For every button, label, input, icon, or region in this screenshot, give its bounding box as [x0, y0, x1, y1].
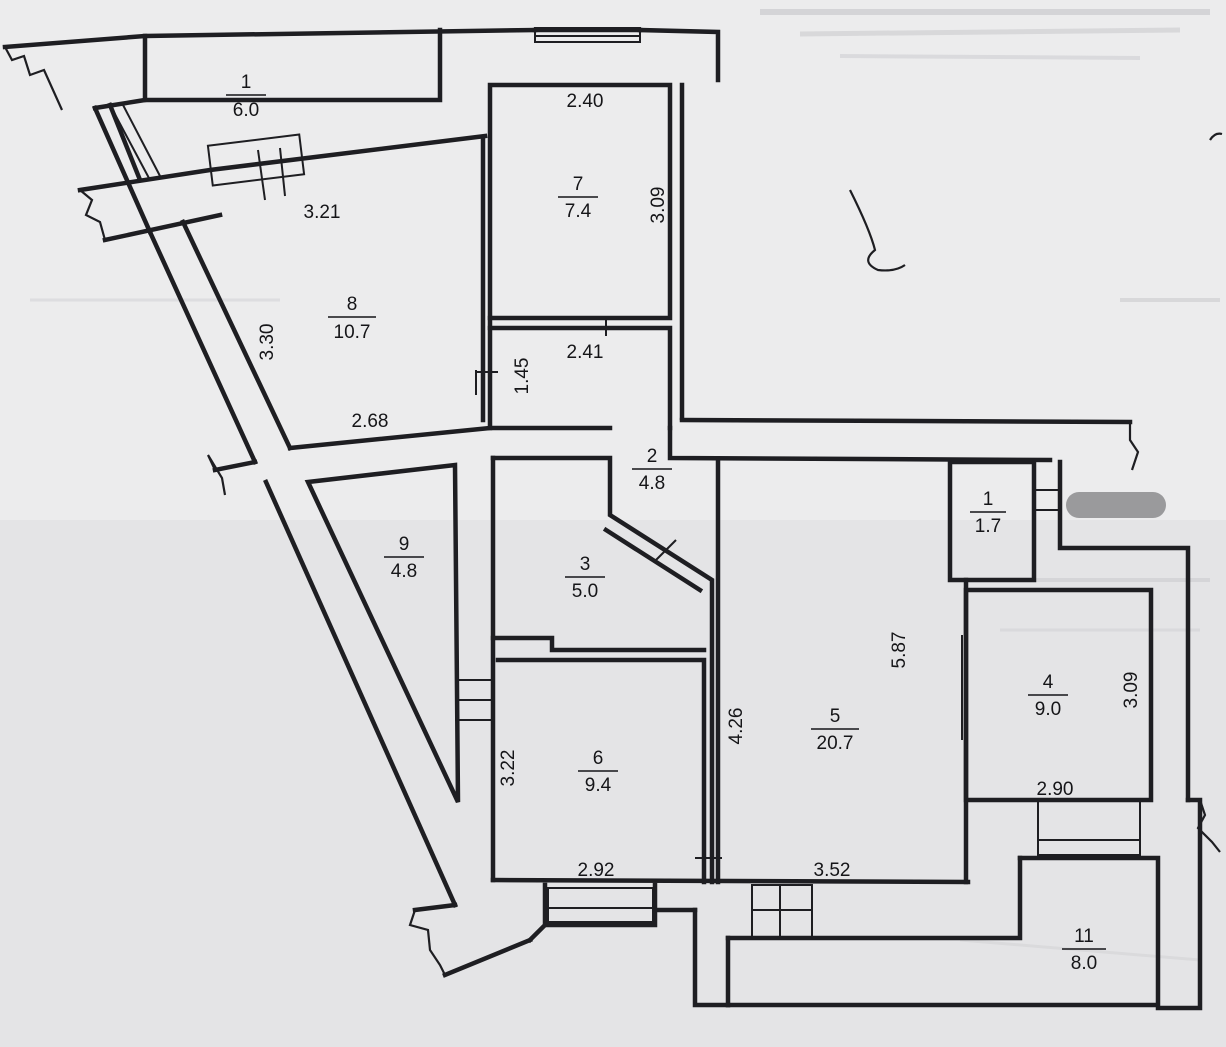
room-label-1: 1 1.7	[970, 489, 1006, 537]
room-label-11: 11 8.0	[1062, 926, 1106, 974]
redaction-mark	[1066, 492, 1166, 518]
dim-room4-bottom: 2.90	[1037, 779, 1074, 800]
dim-room4-side: 3.09	[1121, 672, 1142, 709]
room-area: 8.0	[1071, 953, 1097, 974]
room-label-9: 9 4.8	[384, 534, 424, 582]
room-label-5: 5 20.7	[811, 706, 859, 754]
room-area: 9.4	[585, 775, 612, 796]
dim-room8-bottom: 2.68	[352, 411, 389, 432]
windows	[109, 27, 1141, 938]
room-area: 9.0	[1035, 699, 1061, 720]
dim-room5-bottom: 3.52	[814, 860, 851, 881]
room-area: 10.7	[334, 322, 371, 343]
walls	[2, 27, 1221, 1011]
room-area: 6.0	[233, 100, 259, 121]
room-number: 4	[1043, 672, 1054, 693]
dim-room2-top: 2.41	[567, 342, 604, 363]
room-number: 3	[580, 554, 591, 575]
room-label-6: 6 9.4	[578, 748, 618, 796]
dim-room8-top: 3.21	[304, 202, 341, 223]
room-number: 11	[1074, 926, 1094, 947]
pen-mark	[1209, 132, 1223, 141]
room-number: 8	[347, 294, 358, 315]
room-area: 7.4	[565, 201, 592, 222]
dim-room7-depth: 3.09	[648, 187, 669, 224]
room-number: 7	[573, 174, 584, 195]
dim-room2-side: 1.45	[512, 358, 533, 395]
room-label-3: 3 5.0	[565, 554, 605, 602]
dim-room6-bottom: 2.92	[578, 860, 615, 881]
dim-room7-width: 2.40	[567, 91, 604, 112]
room-label-7: 7 7.4	[558, 174, 598, 222]
room-label-2: 2 4.8	[632, 446, 672, 494]
paper-shadow	[0, 520, 1226, 1047]
pen-scribble	[849, 189, 906, 272]
room-number: 9	[399, 534, 410, 555]
room-area: 20.7	[817, 733, 854, 754]
room-label-4: 4 9.0	[1028, 672, 1068, 720]
dim-room8-side: 3.30	[257, 324, 278, 361]
room-number: 1	[983, 489, 994, 510]
dim-room5-right: 5.87	[889, 632, 910, 669]
room-number: 2	[647, 446, 658, 467]
room-label-8: 8 10.7	[328, 294, 376, 343]
room-area: 4.8	[639, 473, 665, 494]
dim-room5-side: 4.26	[726, 708, 747, 745]
dim-room6-side: 3.22	[498, 750, 519, 787]
dimension-labels: 2.40 3.09 2.41 1.45 3.21 3.30 2.68 3.22 …	[257, 91, 1142, 881]
room-area: 1.7	[975, 516, 1001, 537]
room-label-10: 1 6.0	[226, 72, 266, 121]
room-number: 5	[830, 706, 841, 727]
room-number: 1	[241, 72, 252, 93]
room-area: 4.8	[391, 561, 417, 582]
room-area: 5.0	[572, 581, 598, 602]
room-number: 6	[593, 748, 604, 769]
